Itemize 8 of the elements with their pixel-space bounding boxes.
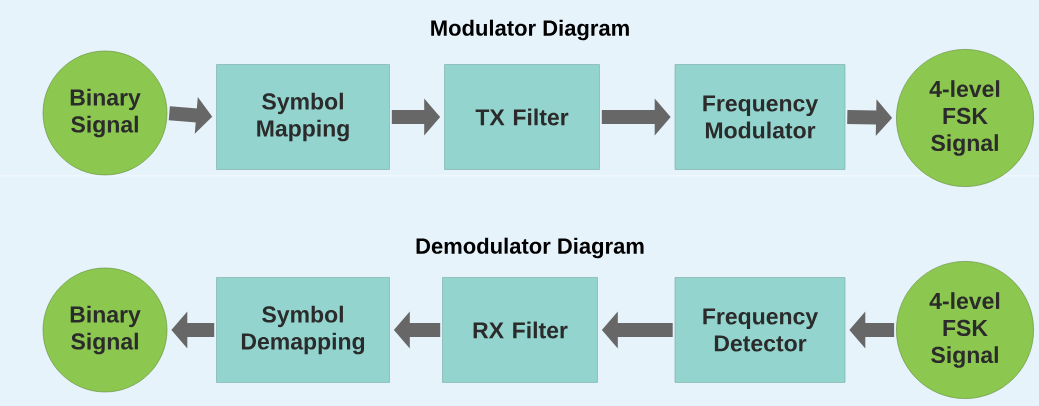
process-box: Frequency Modulator: [674, 64, 846, 170]
process-box: Symbol Demapping: [216, 277, 390, 383]
process-box: RX Filter: [442, 277, 598, 383]
process-box: Frequency Detector: [674, 277, 846, 383]
process-box: TX Filter: [444, 64, 600, 170]
process-box: Symbol Mapping: [216, 64, 390, 170]
diagram-heading: Demodulator Diagram: [416, 237, 644, 259]
diagram-heading: Modulator Diagram: [431, 19, 629, 41]
